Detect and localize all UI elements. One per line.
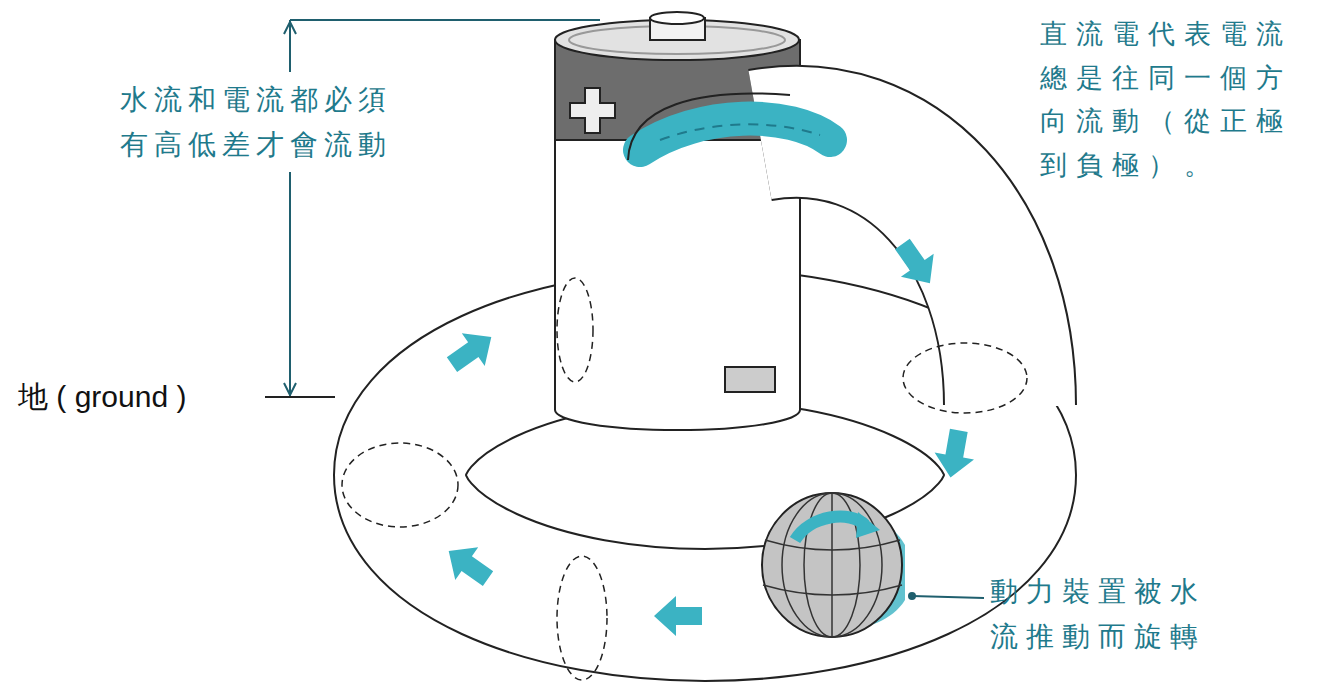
turbine <box>762 493 905 637</box>
height-note-text: 水流和電流都必須 有高低差才會流動 <box>120 83 392 161</box>
dc-note: 直流電代表電流 總是往同一個方 向流動（從正極 到負極）。 <box>1040 12 1325 187</box>
ground-label-text: 地 ( ground ) <box>18 380 186 413</box>
turbine-note-text: 動力裝置被水 流推動而旋轉 <box>990 575 1206 653</box>
ground-label: 地 ( ground ) <box>18 377 263 416</box>
height-note: 水流和電流都必須 有高低差才會流動 <box>120 78 420 168</box>
turbine-note: 動力裝置被水 流推動而旋轉 <box>990 570 1290 660</box>
dc-note-text: 直流電代表電流 總是往同一個方 向流動（從正極 到負極）。 <box>1040 18 1292 180</box>
